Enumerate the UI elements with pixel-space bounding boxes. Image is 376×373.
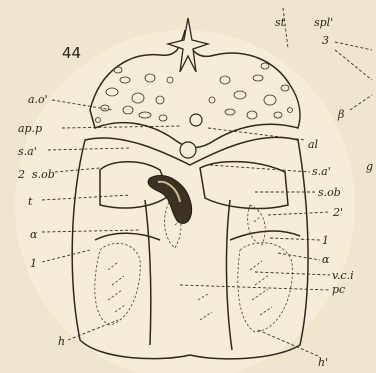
figure-number: 44 (62, 44, 81, 62)
label-t: t (28, 195, 33, 208)
notochord (190, 114, 202, 126)
label-spl: spl' (314, 16, 333, 29)
aorta (180, 142, 196, 158)
label-sa-left: s.a' (18, 145, 37, 158)
label-alpha-right: α (322, 253, 330, 266)
label-alpha-left: α (30, 228, 38, 241)
label-sa-right: s.a' (312, 165, 331, 178)
label-pc: pc (332, 283, 345, 296)
label-st: st (275, 16, 286, 29)
label-beta: β (337, 108, 344, 121)
label-1-left: 1 (30, 257, 37, 270)
label-3: 3 (322, 34, 329, 47)
label-vci: v.c.i (332, 269, 354, 282)
label-app: ap.p (18, 122, 42, 135)
label-sob-right: s.ob (318, 186, 341, 199)
label-2-prime: 2' (332, 206, 343, 219)
label-al: al (308, 138, 319, 151)
label-1-right: 1 (322, 234, 329, 247)
label-2: 2 (17, 168, 25, 181)
label-h-prime: h' (318, 356, 328, 369)
label-sob-left: s.ob (32, 168, 55, 181)
label-h-left: h (58, 335, 65, 348)
label-g: g (366, 160, 373, 173)
label-ao: a.o' (28, 93, 48, 106)
